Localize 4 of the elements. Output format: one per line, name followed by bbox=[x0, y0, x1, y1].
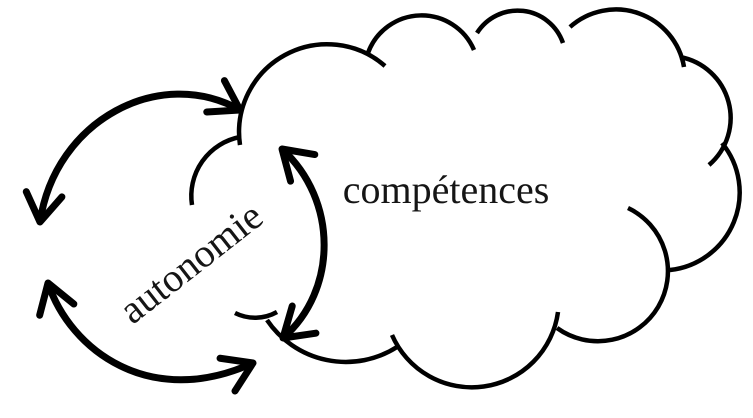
double-arrow bbox=[38, 280, 256, 394]
double-arrow bbox=[25, 78, 244, 226]
double-arrow bbox=[278, 146, 328, 342]
cloud-label: compétences bbox=[342, 170, 550, 210]
